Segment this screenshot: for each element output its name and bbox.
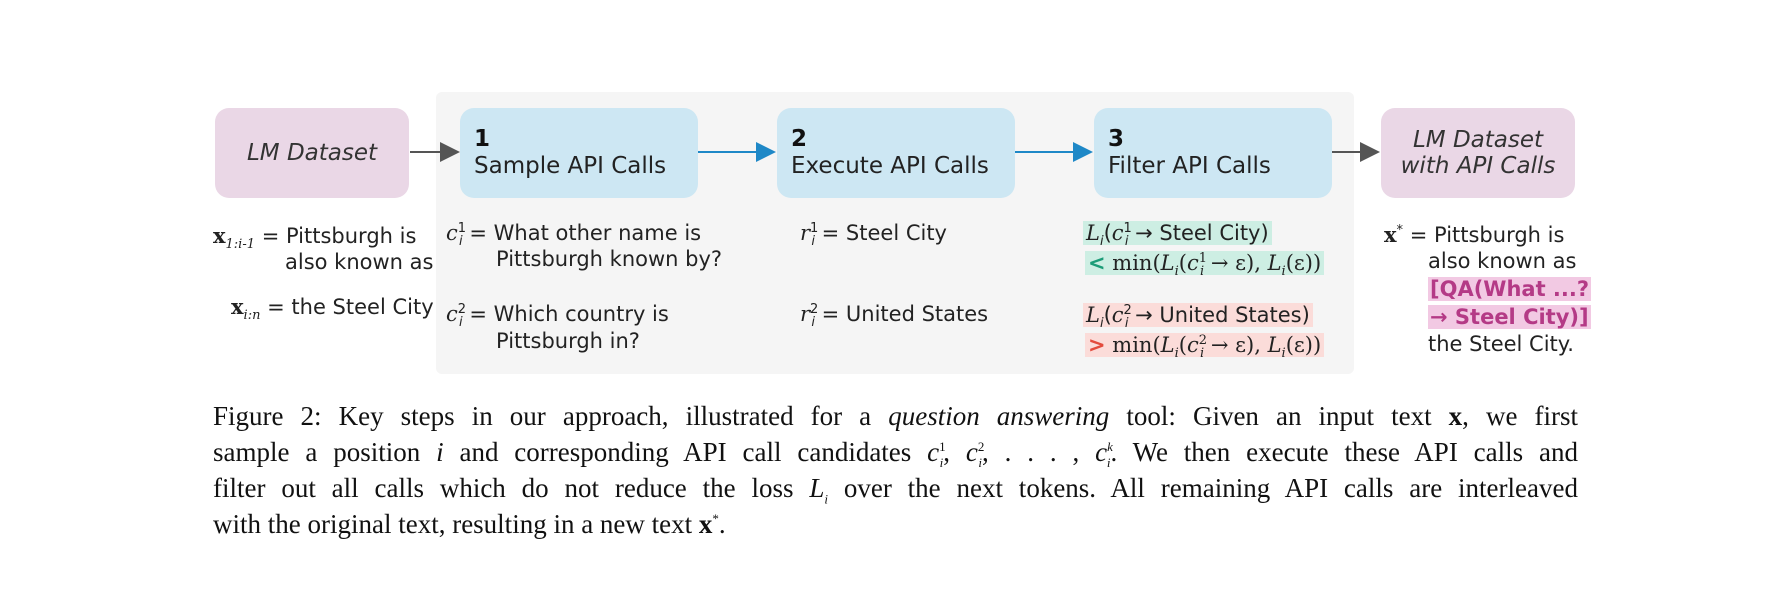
filter-2-line2: > min(Li(c2i → ε), Li(ε)) (1085, 332, 1325, 360)
x-star-sup: * (1396, 223, 1404, 238)
step-1-number: 1 (474, 126, 491, 152)
caption-line-2: sample a position i and corresponding AP… (213, 437, 1579, 471)
filter-2-lhs: Li(c2i → United States) (1083, 303, 1313, 330)
filter-1-line1: Li(c1i → Steel City) (1083, 220, 1272, 248)
call-1-text: = What other name is (469, 221, 702, 245)
output-line5: the Steel City. (1428, 332, 1574, 356)
input-suffix-line: xi:n = the Steel City (231, 294, 434, 324)
c-var: c (446, 302, 458, 326)
output-text-1: = Pittsburgh is (1409, 223, 1565, 247)
filter-1-line2: < min(Li(c1i → ε), Li(ε)) (1085, 250, 1325, 278)
step-1-box: 1 Sample API Calls (460, 108, 698, 198)
x-var: x (213, 223, 226, 248)
r-sub: i (811, 234, 815, 250)
figure-caption: Figure 2: Key steps in our approach, ill… (213, 398, 1578, 542)
c-sup: 2 (457, 302, 467, 317)
filter-2-answer: United States (1159, 303, 1302, 327)
step-1-title: Sample API Calls (474, 153, 667, 179)
caption-line-1: Figure 2: Key steps in our approach, ill… (213, 401, 1579, 431)
caption-line-3: filter out all calls which do not reduce… (213, 473, 1578, 507)
c-var: c (446, 221, 458, 245)
result-1: r1i = Steel City (800, 220, 947, 250)
prefix-sub: 1:i-1 (225, 237, 256, 253)
filter-2-line1: Li(c2i → United States) (1083, 302, 1313, 330)
c-sub: i (459, 315, 463, 331)
less-than-sign: < (1088, 251, 1106, 275)
call-1-line1: c1i = What other name is (446, 220, 702, 250)
prefix-text-1: = Pittsburgh is (261, 224, 417, 248)
output-line2: also known as (1428, 249, 1577, 273)
step-3-number: 3 (1108, 126, 1125, 152)
step-2-title: Execute API Calls (791, 153, 989, 179)
c-sup: 1 (457, 221, 467, 236)
suffix-text: = the Steel City (267, 295, 434, 319)
result-2-text: = United States (821, 302, 989, 326)
filter-2-rhs: > min(Li(c2i → ε), Li(ε)) (1085, 333, 1325, 360)
input-prefix-line1: x1:i-1 = Pittsburgh is (213, 223, 417, 253)
c-sub: i (459, 234, 463, 250)
result-2: r2i = United States (800, 301, 989, 331)
r-var: r (800, 221, 811, 245)
output-dataset-label-2: with API Calls (1400, 153, 1556, 179)
x-star-var: x (1384, 222, 1397, 247)
step-2-number: 2 (791, 126, 808, 152)
filter-1-rhs: < min(Li(c1i → ε), Li(ε)) (1085, 251, 1325, 278)
output-line1: x* = Pittsburgh is (1384, 222, 1564, 248)
x-var: x (231, 294, 244, 319)
call-1-line2: Pittsburgh known by? (496, 247, 723, 271)
r-var: r (800, 302, 811, 326)
r-sub: i (811, 315, 815, 331)
output-call-line2: → Steel City)] (1428, 305, 1591, 329)
step-3-title: Filter API Calls (1108, 153, 1271, 179)
filter-1-lhs: Li(c1i → Steel City) (1083, 221, 1272, 248)
filter-1-answer: Steel City (1159, 221, 1261, 245)
step-2-box: 2 Execute API Calls (777, 108, 1015, 198)
result-1-text: = Steel City (821, 221, 947, 245)
input-dataset-label: LM Dataset (246, 140, 378, 166)
input-dataset-box: LM Dataset (215, 108, 409, 198)
call-2-line1: c2i = Which country is (446, 301, 669, 331)
output-dataset-label-1: LM Dataset (1412, 127, 1544, 153)
step-3-box: 3 Filter API Calls (1094, 108, 1332, 198)
suffix-sub: i:n (243, 308, 261, 324)
call-2-line2: Pittsburgh in? (496, 329, 640, 353)
output-dataset-box: LM Dataset with API Calls (1381, 108, 1575, 198)
output-call-line1: [QA(What ...? (1428, 277, 1592, 301)
input-prefix-line2: also known as (285, 250, 434, 274)
call-2-text: = Which country is (469, 302, 669, 326)
caption-line-4: with the original text, resulting in a n… (213, 509, 726, 539)
greater-than-sign: > (1088, 333, 1106, 357)
